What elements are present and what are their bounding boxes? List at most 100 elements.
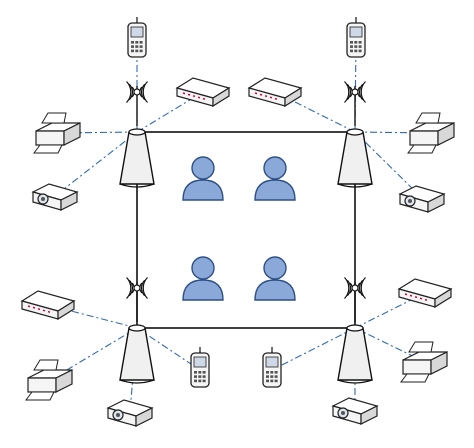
radio-wave-icon	[359, 279, 364, 297]
user-icon	[182, 156, 224, 201]
radio-wave-icon	[128, 279, 133, 297]
tower-base	[119, 183, 155, 188]
phone-key	[194, 371, 197, 374]
phone-key	[358, 41, 362, 44]
phone-key	[198, 371, 202, 374]
printer-paper	[41, 112, 67, 124]
phone-key	[131, 49, 134, 53]
user-head	[191, 256, 215, 280]
phone-key	[358, 45, 362, 48]
router-side	[284, 86, 302, 108]
radio-wave-icon	[360, 277, 366, 299]
users	[182, 156, 296, 301]
router-side	[57, 299, 75, 321]
phone-key	[202, 371, 206, 374]
user-body	[182, 179, 224, 201]
router-led	[182, 92, 186, 95]
printer-tray	[25, 391, 55, 401]
radio-wave-icon	[141, 83, 146, 101]
access-point-top-right	[337, 81, 373, 188]
phone-screen	[265, 356, 279, 368]
printer-side	[437, 122, 455, 146]
printer-icon	[33, 112, 81, 154]
radio-wave-icon	[128, 83, 133, 101]
radio-wave-icon	[359, 83, 364, 101]
router-led	[414, 296, 418, 299]
phone-key	[274, 371, 278, 374]
phone-key	[139, 45, 143, 48]
backbone-link	[136, 131, 356, 329]
radio-wave-icon	[346, 83, 351, 101]
router-led	[37, 308, 41, 311]
router-led	[254, 92, 258, 95]
projector-side	[360, 405, 378, 425]
wireless-link	[136, 327, 201, 371]
access-point-bottom-right	[337, 277, 373, 384]
phone-key	[274, 375, 278, 378]
router-led	[32, 306, 36, 309]
phone-key	[135, 41, 139, 44]
radio-wave-icon	[360, 81, 366, 103]
phone-key	[358, 49, 362, 53]
tower-body	[337, 131, 373, 185]
user-head	[191, 156, 215, 180]
projector-side	[135, 407, 153, 427]
router-icon	[397, 278, 453, 309]
user-head	[263, 156, 287, 180]
projector-lens-center	[408, 199, 412, 203]
tower-base	[119, 379, 155, 384]
printer-tray	[33, 144, 63, 154]
wireless-links	[47, 39, 433, 413]
phone-key	[354, 41, 358, 44]
access-point-bottom-left	[119, 277, 155, 384]
backbone-square	[136, 131, 356, 329]
projector-side	[60, 191, 78, 211]
phone-key	[270, 375, 274, 378]
radio-wave-icon	[126, 277, 132, 299]
user-icon	[254, 256, 296, 301]
printer-front	[35, 130, 65, 146]
router-led	[404, 293, 408, 296]
phone-key	[266, 371, 269, 374]
phone-key	[202, 375, 206, 378]
printer-paper	[33, 359, 59, 371]
mobile-phone-icon	[127, 17, 147, 58]
radio-wave-icon	[346, 279, 351, 297]
phone-key	[354, 49, 358, 53]
printer-tray	[400, 373, 430, 383]
wireless-link	[129, 327, 138, 413]
user-icon	[254, 156, 296, 201]
tower-body	[119, 327, 155, 381]
tower-top	[346, 128, 364, 136]
phone-key	[194, 375, 197, 378]
printer-side	[63, 122, 81, 146]
phone-key	[198, 379, 202, 383]
printer-icon	[400, 341, 448, 383]
tower-top	[128, 128, 146, 136]
router-led	[269, 96, 273, 99]
tower-base	[337, 379, 373, 384]
router-led	[187, 93, 191, 96]
phone-key	[350, 49, 353, 53]
router-led	[274, 97, 278, 100]
phone-key	[270, 371, 274, 374]
projector-icon	[31, 183, 79, 211]
user-head	[263, 256, 287, 280]
printer-paper	[408, 341, 434, 353]
radio-wave-icon	[141, 279, 146, 297]
user-icon	[182, 256, 224, 301]
phone-key	[135, 49, 139, 53]
router-side	[212, 86, 230, 108]
access-point-top-left	[119, 81, 155, 188]
phone-key	[194, 379, 197, 383]
mobile-phone-icon	[190, 347, 210, 388]
printer-paper	[415, 112, 441, 124]
printer-icon	[407, 112, 455, 154]
router-led	[259, 93, 263, 96]
phone-screen	[193, 356, 207, 368]
phone-key	[270, 379, 274, 383]
phone-key	[131, 45, 134, 48]
radio-wave-icon	[344, 81, 350, 103]
phone-screen	[349, 26, 363, 38]
